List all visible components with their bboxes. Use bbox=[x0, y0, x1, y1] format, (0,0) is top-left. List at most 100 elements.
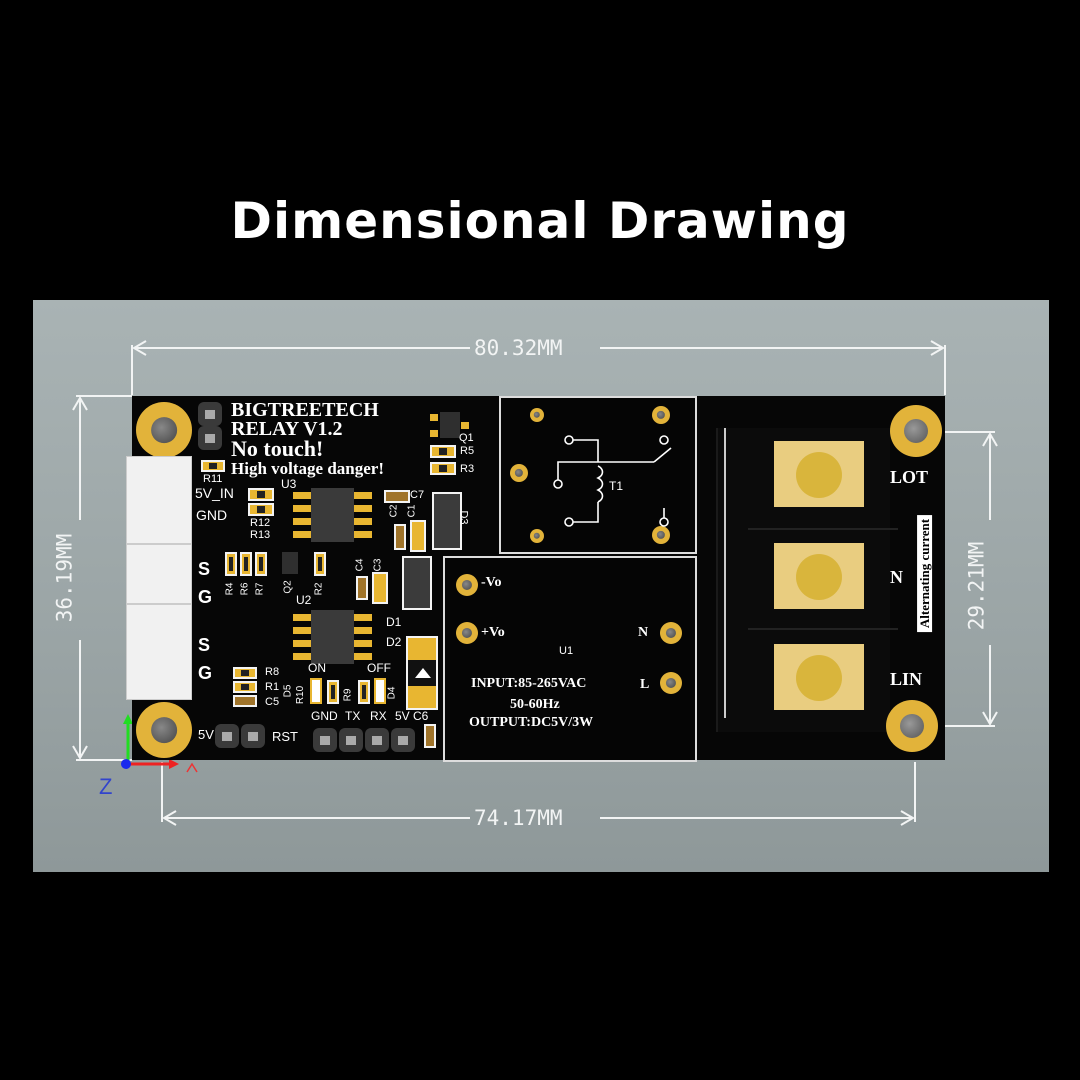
resistor-r9 bbox=[358, 680, 370, 704]
q1-pad bbox=[461, 422, 469, 429]
dimension-overall-width: 80.32MM bbox=[474, 336, 563, 360]
label-led-off: OFF bbox=[367, 661, 391, 675]
refdes-c2: C2 bbox=[388, 504, 400, 518]
psu-pin-pos-vo bbox=[456, 622, 478, 644]
label-header-rst: RST bbox=[272, 729, 298, 744]
label-alternating-current: Alternating current bbox=[917, 514, 933, 633]
connector-power-in bbox=[126, 456, 192, 544]
refdes-r1: R1 bbox=[265, 681, 280, 693]
page-title: Dimensional Drawing bbox=[230, 192, 850, 250]
refdes-r13: R13 bbox=[250, 529, 271, 541]
terminal-label-lin: LIN bbox=[890, 669, 923, 689]
refdes-r12: R12 bbox=[250, 517, 271, 529]
header-pin-5v[interactable] bbox=[215, 724, 239, 748]
resistor-r13 bbox=[248, 503, 274, 516]
mounting-hole-bottom-left bbox=[136, 702, 192, 758]
u2-pad bbox=[293, 653, 311, 660]
terminal-pad-lin[interactable] bbox=[774, 644, 864, 710]
u3-pad bbox=[293, 518, 311, 525]
header-pin-gnd[interactable] bbox=[313, 728, 337, 752]
refdes-c1: C1 bbox=[406, 504, 418, 518]
header-pin-rst[interactable] bbox=[241, 724, 265, 748]
refdes-r2: R2 bbox=[313, 582, 325, 596]
diode-d3 bbox=[432, 492, 462, 550]
u3-pad bbox=[293, 531, 311, 538]
mounting-slot-bottom-right bbox=[886, 700, 938, 752]
resistor-r10 bbox=[327, 680, 339, 704]
u2-pad bbox=[354, 640, 372, 647]
resistor-r3 bbox=[430, 462, 456, 475]
u3-pad bbox=[354, 505, 372, 512]
dimension-hole-spacing-height: 29.21MM bbox=[964, 541, 989, 631]
capacitor-c4 bbox=[356, 576, 368, 600]
psu-output-spec: OUTPUT:DC5V/3W bbox=[469, 715, 594, 730]
diode-d1 bbox=[402, 556, 432, 610]
psu-label-n: N bbox=[638, 625, 649, 640]
u3-pad bbox=[354, 492, 372, 499]
capacitor-c6 bbox=[424, 724, 436, 748]
capacitor-c7 bbox=[384, 490, 410, 503]
led-d5-on bbox=[310, 678, 322, 704]
relay-pin bbox=[652, 526, 670, 544]
label-header-rx: RX bbox=[370, 709, 387, 723]
label-g-2: G bbox=[198, 663, 213, 683]
psu-frequency-spec: 50-60Hz bbox=[510, 697, 560, 712]
refdes-c4: C4 bbox=[354, 558, 366, 572]
connector-signal-1 bbox=[126, 544, 192, 604]
header-pin-tx[interactable] bbox=[339, 728, 363, 752]
transistor-q1 bbox=[440, 412, 460, 438]
refdes-c3: C3 bbox=[372, 558, 384, 572]
label-led-on: ON bbox=[308, 661, 326, 675]
warning-high-voltage: High voltage danger! bbox=[231, 459, 384, 478]
dimension-hole-spacing-width: 74.17MM bbox=[474, 806, 563, 830]
resistor-r11 bbox=[201, 460, 225, 472]
header-pin-5v-uart[interactable] bbox=[391, 728, 415, 752]
psu-label-l: L bbox=[640, 677, 650, 692]
refdes-r8: R8 bbox=[265, 666, 280, 678]
jumper-pin bbox=[198, 402, 222, 426]
jumper-pin bbox=[198, 426, 222, 450]
header-pin-rx[interactable] bbox=[365, 728, 389, 752]
refdes-r9: R9 bbox=[342, 688, 354, 702]
refdes-r7: R7 bbox=[254, 582, 266, 596]
label-header-tx: TX bbox=[345, 709, 361, 723]
resistor-r12 bbox=[248, 488, 274, 501]
label-s-1: S bbox=[198, 559, 211, 579]
psu-pin-l bbox=[660, 672, 682, 694]
psu-pin-n bbox=[660, 622, 682, 644]
relay-pin bbox=[530, 408, 544, 422]
axis-gizmo bbox=[121, 714, 198, 773]
refdes-d4: D4 bbox=[386, 686, 398, 700]
label-header-5v: 5V bbox=[198, 727, 214, 742]
transistor-q2 bbox=[282, 552, 298, 574]
refdes-q2: Q2 bbox=[282, 580, 294, 594]
brand-label: BIGTREETECH bbox=[231, 399, 379, 421]
u2-pad bbox=[293, 640, 311, 647]
resistor-r8 bbox=[233, 667, 257, 679]
refdes-d2: D2 bbox=[386, 635, 402, 649]
refdes-c6: C6 bbox=[413, 709, 429, 723]
refdes-d1: D1 bbox=[386, 615, 402, 629]
psu-input-spec: INPUT:85-265VAC bbox=[471, 676, 587, 691]
terminal-pad-lot[interactable] bbox=[774, 441, 864, 507]
refdes-q1: Q1 bbox=[459, 432, 474, 444]
psu-label-pos-vo: +Vo bbox=[481, 625, 505, 640]
psu-pin-neg-vo bbox=[456, 574, 478, 596]
capacitor-c2 bbox=[394, 524, 406, 550]
u2-pad bbox=[354, 614, 372, 621]
diode-d2 bbox=[406, 636, 438, 710]
refdes-r3: R3 bbox=[460, 463, 475, 475]
relay-pin bbox=[530, 529, 544, 543]
u2-pad bbox=[293, 627, 311, 634]
resistor-r1 bbox=[233, 681, 257, 693]
label-header-gnd: GND bbox=[311, 709, 338, 723]
resistor-r2 bbox=[314, 552, 326, 576]
resistor-r7 bbox=[255, 552, 267, 576]
connector-signal-2 bbox=[126, 604, 192, 700]
capacitor-c3 bbox=[372, 572, 388, 604]
terminal-pad-n[interactable] bbox=[774, 543, 864, 609]
model-label: RELAY V1.2 bbox=[231, 418, 343, 440]
u2-pad bbox=[293, 614, 311, 621]
refdes-d3: D3 bbox=[457, 510, 470, 525]
